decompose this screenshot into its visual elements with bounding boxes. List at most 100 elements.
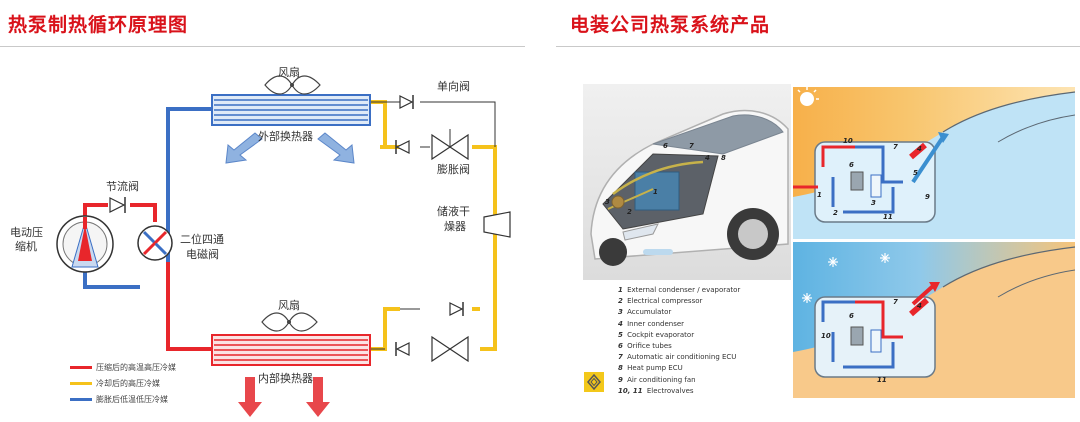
component-text: Electrovalves	[646, 386, 694, 395]
compressor-label-1: 电动压	[10, 226, 43, 239]
upper-bypass-check-valve-icon	[395, 140, 410, 154]
car-callouts: 6 7 4 8 1 3 2	[605, 142, 726, 216]
legend-item-hot: 压缩后的高温高压冷媒	[70, 362, 176, 373]
component-list: 1 External condenser / evaporator 2 Elec…	[618, 285, 740, 397]
summer-callout-6: 6	[849, 161, 854, 169]
component-text: External condenser / evaporator	[627, 286, 741, 294]
left-section-title: 热泵制热循环原理图	[8, 14, 189, 36]
summer-callout-2: 2	[833, 209, 838, 217]
left-title-divider	[0, 46, 525, 47]
upper-expansion-valve-icon	[431, 129, 469, 161]
bypass-lines	[370, 101, 496, 350]
legend-swatch-liquid	[70, 382, 92, 385]
component-text: Air conditioning fan	[627, 375, 696, 384]
winter-callout-10: 10	[821, 332, 831, 340]
renault-diamond-icon	[587, 373, 601, 391]
top-fan-icon	[264, 75, 321, 95]
outer-airflow-arrows-icon	[225, 132, 355, 164]
component-list-item: 8 Heat pump ECU	[618, 363, 740, 374]
component-text: Orifice tubes	[627, 342, 672, 351]
winter-callout-7: 7	[893, 298, 898, 306]
component-text: Heat pump ECU	[627, 364, 683, 373]
four-way-valve-label-2: 电磁阀	[186, 248, 219, 261]
bottom-fan-icon	[261, 312, 318, 332]
heat-pump-cycle-diagram	[56, 75, 511, 417]
legend-item-cold: 膨胀后低温低压冷媒	[70, 394, 168, 405]
legend-swatch-cold	[70, 398, 92, 401]
component-num: 4	[618, 319, 623, 328]
outer-heat-exchanger-label: 外部换热器	[258, 130, 313, 143]
sun-icon	[797, 87, 819, 106]
winter-panel-svg	[793, 246, 1075, 398]
car-callout-6: 6	[663, 142, 668, 150]
component-num: 8	[618, 364, 623, 373]
legend-item-liquid: 冷却后的高压冷媒	[70, 378, 160, 389]
component-num: 10, 11	[618, 386, 643, 395]
winter-heating-diagram: 6 4 7 10 11	[793, 242, 1075, 398]
lower-check-valve-icon	[449, 302, 464, 316]
component-list-item: 4 Inner condenser	[618, 319, 740, 330]
outer-heat-exchanger	[211, 94, 371, 126]
component-list-item: 9 Air conditioning fan	[618, 375, 740, 386]
electric-compressor-icon	[56, 215, 114, 273]
summer-callout-9: 9	[925, 193, 930, 201]
component-text: Cockpit evaporator	[627, 330, 695, 339]
winter-callout-4: 4	[917, 302, 922, 310]
component-num: 2	[618, 297, 623, 306]
car-callout-4: 4	[705, 154, 710, 162]
car-illustration-svg	[590, 109, 789, 266]
renault-logo-icon	[584, 372, 604, 392]
car-callout-2: 2	[627, 208, 632, 216]
legend-label-liquid: 冷却后的高压冷媒	[96, 379, 160, 388]
expansion-valve-label: 膨胀阀	[437, 163, 470, 176]
component-list-item: 7 Automatic air conditioning ECU	[618, 352, 740, 363]
component-list-item: 10, 11 Electrovalves	[618, 386, 740, 397]
component-list-item: 1 External condenser / evaporator	[618, 285, 740, 296]
component-list-item: 3 Accumulator	[618, 307, 740, 318]
inner-airflow-arrows-icon	[238, 377, 330, 417]
inner-heat-exchanger	[211, 334, 371, 366]
car-callout-3: 3	[605, 198, 610, 206]
summer-callout-5: 5	[913, 169, 918, 177]
legend-label-hot: 压缩后的高温高压冷媒	[96, 363, 176, 372]
component-text: Electrical compressor	[627, 297, 703, 306]
car-callout-1: 1	[653, 188, 658, 196]
component-text: Inner condenser	[627, 319, 685, 328]
component-num: 5	[618, 330, 623, 339]
bottom-fan-label: 风扇	[278, 299, 300, 312]
component-num: 7	[618, 353, 623, 362]
summer-panel-svg	[793, 87, 1075, 239]
lower-bypass-check-valve-icon	[395, 342, 410, 356]
component-num: 1	[618, 286, 623, 294]
car-component-illustration: 6 7 4 8 1 3 2	[583, 84, 791, 280]
summer-callout-7: 7	[893, 143, 898, 151]
throttle-valve-label: 节流阀	[106, 180, 139, 193]
component-list-item: 2 Electrical compressor	[618, 296, 740, 307]
winter-callout-11: 11	[877, 376, 887, 384]
component-text: Automatic air conditioning ECU	[627, 353, 737, 362]
throttle-valve-icon	[109, 197, 126, 213]
compressor-label-2: 缩机	[15, 240, 37, 253]
winter-callout-6: 6	[849, 312, 854, 320]
summer-cooling-diagram: 10 7 4 1 2 6 3 5 9 11	[793, 87, 1075, 239]
four-way-solenoid-valve-icon	[137, 225, 173, 261]
summer-callout-1: 1	[817, 191, 822, 199]
receiver-dryer-label-2: 燥器	[444, 220, 466, 233]
component-list-item: 6 Orifice tubes	[618, 341, 740, 352]
legend-label-cold: 膨胀后低温低压冷媒	[96, 395, 168, 404]
right-section-title: 电装公司热泵系统产品	[570, 14, 771, 36]
check-valve-label: 单向阀	[437, 80, 470, 93]
component-num: 9	[618, 375, 623, 384]
receiver-dryer-label-1: 储液干	[437, 205, 470, 218]
four-way-valve-label-1: 二位四通	[180, 233, 224, 246]
component-text: Accumulator	[627, 308, 672, 317]
component-list-item: 5 Cockpit evaporator	[618, 330, 740, 341]
car-callout-8: 8	[721, 154, 726, 162]
right-title-divider	[556, 46, 1080, 47]
summer-callout-10: 10	[843, 137, 853, 145]
car-callout-7: 7	[689, 142, 694, 150]
summer-callouts: 10 7 4 1 2 6 3 5 9 11	[817, 137, 930, 221]
summer-callout-4: 4	[917, 145, 922, 153]
winter-callouts: 6 4 7 10 11	[821, 298, 922, 384]
legend-swatch-hot	[70, 366, 92, 369]
